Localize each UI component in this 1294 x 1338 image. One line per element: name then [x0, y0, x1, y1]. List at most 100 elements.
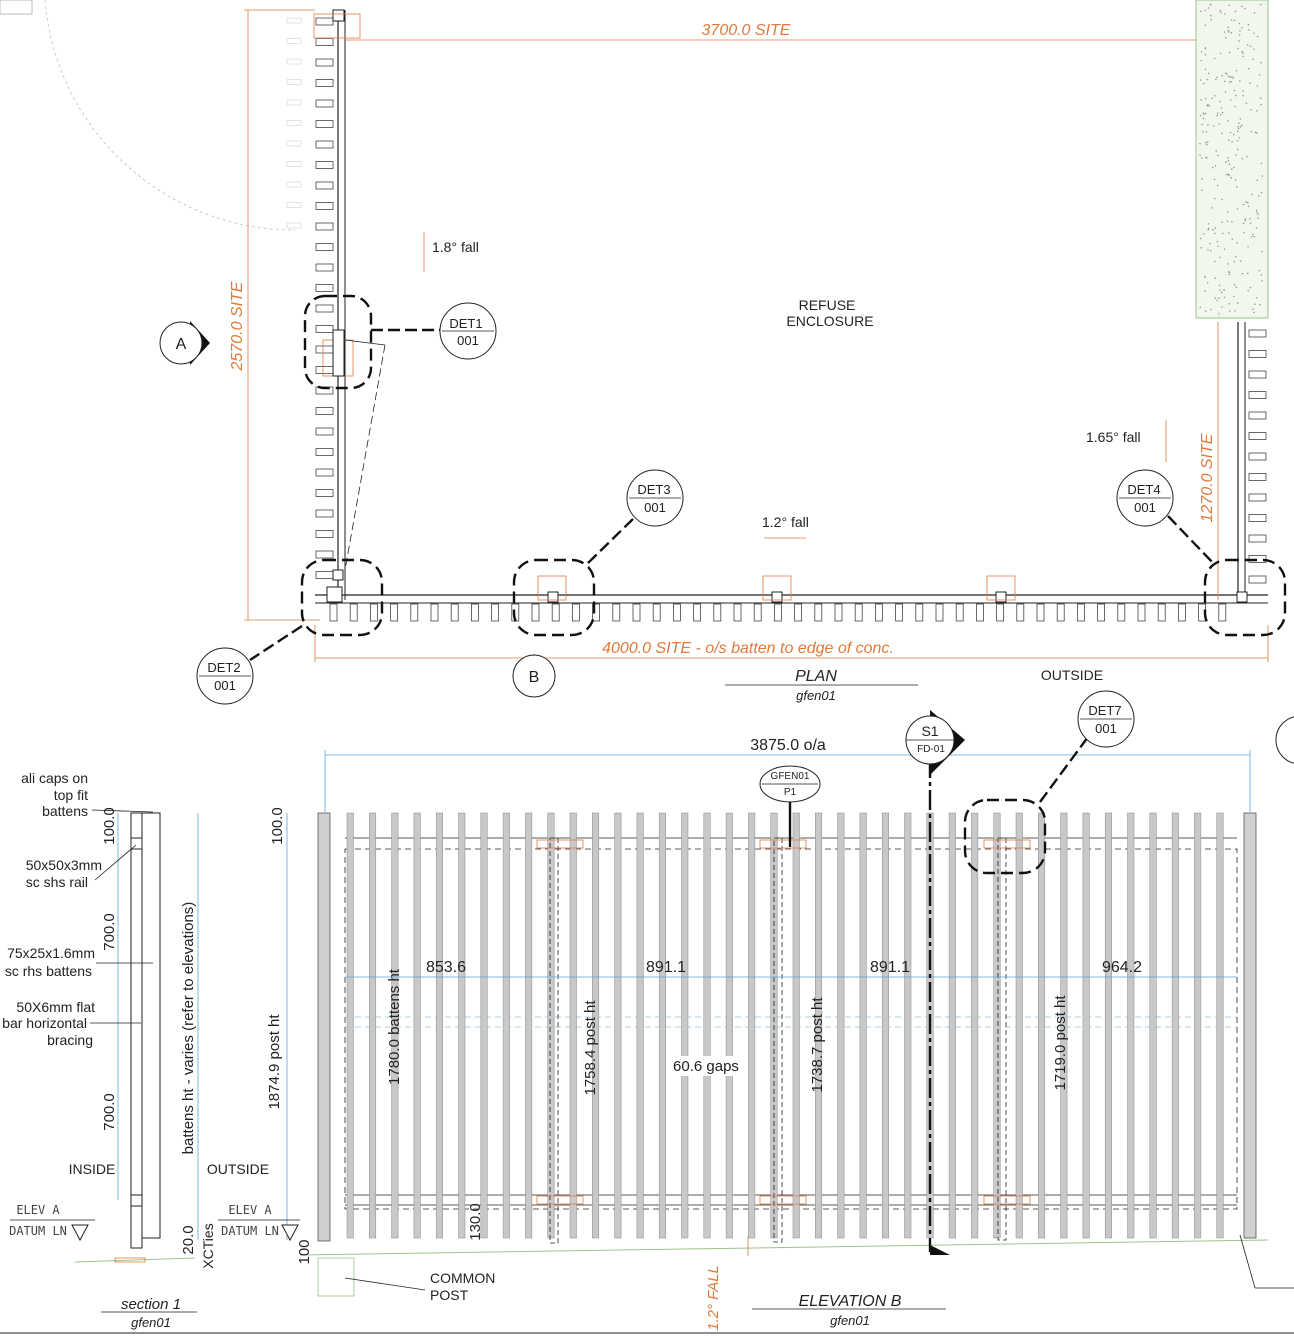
- plan-batten: [1056, 603, 1065, 622]
- post-4: [771, 591, 783, 603]
- section-inside: INSIDE: [69, 1161, 116, 1177]
- concrete-dot: [1200, 59, 1202, 62]
- concrete-dot: [1201, 157, 1203, 159]
- concrete-dot: [1227, 263, 1229, 265]
- concrete-dot: [1234, 10, 1237, 13]
- concrete-dot: [1261, 175, 1264, 177]
- concrete-dot: [1220, 11, 1222, 14]
- concrete-dot: [1228, 302, 1231, 305]
- elevation-batten: [614, 812, 622, 1239]
- gate-swing: [344, 344, 386, 571]
- concrete-dot: [1260, 274, 1263, 276]
- concrete-dot: [1236, 242, 1239, 244]
- end-post: [317, 812, 331, 1242]
- post-2: [332, 569, 344, 581]
- section-marker-b[interactable]: B: [512, 654, 556, 698]
- concrete-dot: [1200, 246, 1202, 249]
- dim-top-label: 3700.0 SITE: [702, 22, 791, 39]
- det2-top: DET2: [207, 660, 240, 675]
- concrete-dot: [1247, 23, 1250, 26]
- section-datum: DATUM LN: [9, 1224, 67, 1238]
- outside-label: OUTSIDE: [1041, 667, 1103, 683]
- concrete-dot: [1221, 111, 1224, 114]
- gfen01-tag[interactable]: GFEN01 P1: [759, 765, 821, 847]
- section-base: [114, 1257, 146, 1263]
- dim-left-label: 2570.0 SITE: [229, 281, 246, 371]
- concrete-dot: [1221, 132, 1223, 135]
- concrete-dot: [1226, 220, 1229, 223]
- plan-batten: [592, 603, 600, 622]
- det1-callout[interactable]: DET1 001: [439, 302, 497, 360]
- det4-top: DET4: [1127, 482, 1160, 497]
- bracket-3: [983, 839, 1031, 849]
- concrete-dot: [1258, 269, 1261, 272]
- concrete-dot: [1255, 226, 1258, 229]
- bottom-wall-battens: [329, 603, 1227, 622]
- plan-batten: [572, 603, 580, 622]
- concrete-dot: [1203, 233, 1205, 235]
- dim-right-label: 1270.0 SITE: [1199, 433, 1216, 522]
- concrete-dot: [1214, 277, 1217, 279]
- concrete-dot: [1227, 75, 1230, 77]
- end-post: [1243, 812, 1257, 1239]
- plan-batten-ghost: [286, 120, 302, 126]
- det7-callout[interactable]: DET7 001: [1077, 690, 1135, 748]
- concrete-dot: [1204, 68, 1207, 71]
- elevation-batten: [1060, 812, 1068, 1239]
- concrete-dot: [1230, 177, 1233, 179]
- concrete-dot: [1244, 219, 1247, 222]
- concrete-dot: [1207, 72, 1210, 75]
- concrete-dot: [1219, 289, 1221, 291]
- concrete-dot: [1249, 45, 1252, 48]
- elevation-batten: [569, 812, 577, 1239]
- elevation-batten: [792, 812, 800, 1239]
- plan-batten: [315, 427, 334, 436]
- det4-callout[interactable]: DET4 001: [1116, 469, 1174, 527]
- corner-box: [0, 0, 33, 15]
- concrete-dot: [1205, 131, 1208, 133]
- concrete-dot: [1207, 249, 1209, 251]
- plan-batten: [1248, 350, 1267, 358]
- concrete-dot: [1204, 310, 1207, 312]
- concrete-dot: [1238, 22, 1241, 25]
- elevation-batten: [435, 812, 443, 1239]
- plan-batten: [955, 603, 964, 622]
- plan-batten: [1248, 493, 1267, 502]
- concrete-dot: [1216, 114, 1218, 117]
- elevation-batten: [904, 812, 912, 1239]
- concrete-dot: [1232, 77, 1235, 79]
- plan-batten: [430, 603, 439, 622]
- plan-batten: [470, 603, 479, 622]
- concrete-dot: [1204, 97, 1207, 100]
- concrete-dot: [1224, 80, 1226, 83]
- elev-datum: DATUM LN: [221, 1224, 279, 1238]
- section-xcties: XCTies: [200, 1223, 216, 1268]
- det1-top: DET1: [449, 316, 482, 331]
- bracket-1: [536, 839, 584, 849]
- concrete-dot: [1243, 231, 1245, 234]
- plan-batten: [315, 181, 334, 190]
- concrete-dot: [1255, 297, 1258, 299]
- right-wall-battens: [1248, 329, 1267, 584]
- bracket-4: [536, 1195, 584, 1205]
- s1-section-marker[interactable]: S1 FD-01: [905, 710, 965, 1255]
- concrete-dot: [1221, 221, 1223, 223]
- det3-callout[interactable]: DET3 001: [626, 469, 684, 527]
- common-post-label-2: POST: [430, 1287, 469, 1303]
- concrete-dot: [1230, 98, 1232, 101]
- concrete-dot: [1231, 238, 1234, 240]
- concrete-dot: [1204, 47, 1207, 50]
- concrete-dot: [1224, 13, 1226, 15]
- concrete-dot: [1200, 10, 1202, 13]
- section-marker-a[interactable]: A: [159, 321, 210, 365]
- elevation-batten: [1149, 812, 1157, 1239]
- concrete-dot: [1214, 164, 1217, 167]
- elevation-batten: [881, 812, 889, 1239]
- concrete-dot: [1246, 272, 1249, 275]
- section-rail-bottom: [130, 1194, 143, 1207]
- plan-batten-ghost: [286, 17, 302, 24]
- det2-callout[interactable]: DET2 001: [196, 647, 254, 705]
- corner-post: [326, 586, 343, 603]
- concrete-dot: [1260, 192, 1263, 194]
- concrete-dot: [1260, 103, 1262, 106]
